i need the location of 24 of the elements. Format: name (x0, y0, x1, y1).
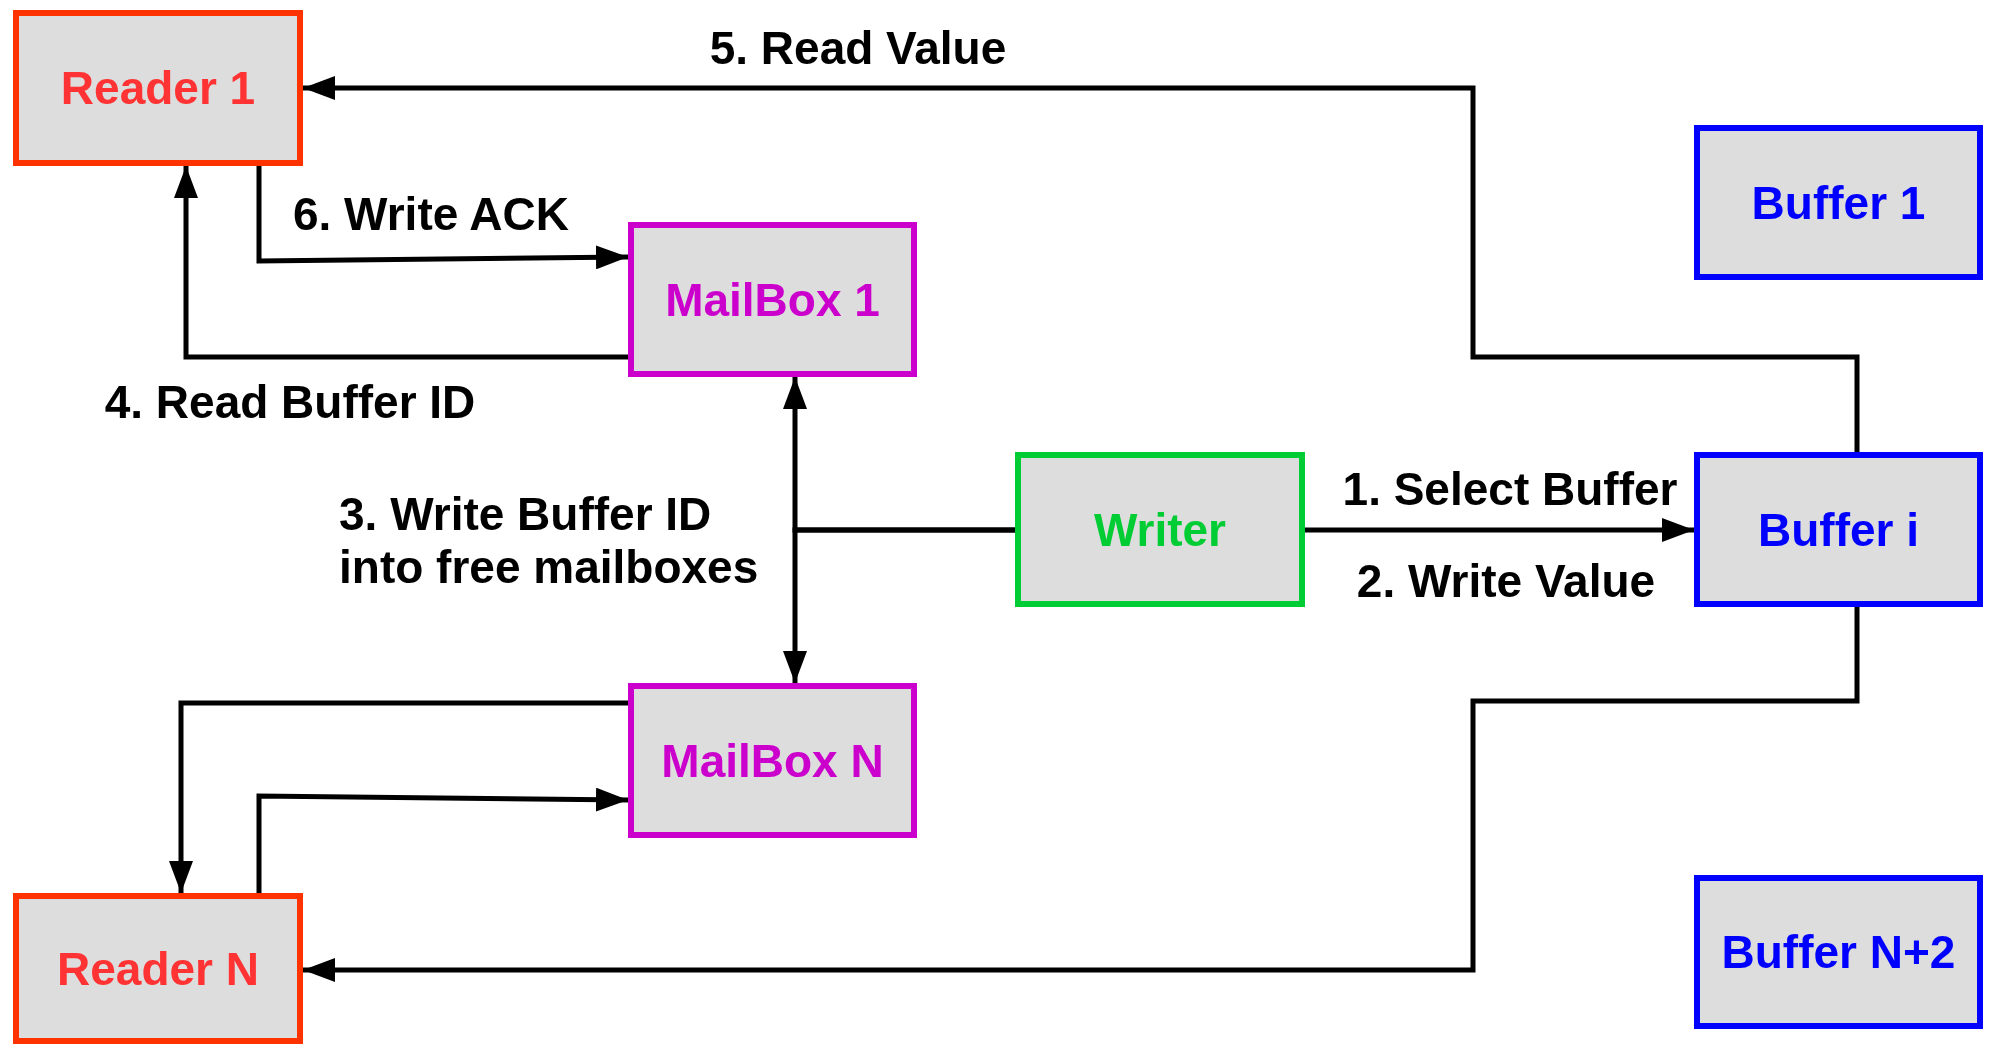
mailbox-box (628, 222, 917, 377)
arrow (256, 166, 629, 270)
arrow (303, 607, 1860, 982)
arrow (256, 787, 629, 893)
arrow (174, 166, 628, 360)
writer-box (1015, 452, 1305, 607)
arrow (303, 76, 1860, 452)
node-label: Writer (1093, 502, 1227, 557)
node-label: Reader N (57, 941, 259, 996)
node-label: MailBox N (661, 733, 884, 788)
buffer-box (1694, 875, 1983, 1029)
node-label: Reader 1 (60, 61, 256, 115)
mailbox-box (628, 683, 917, 838)
arrow (169, 700, 628, 893)
node-label: Buffer i (1758, 502, 1919, 557)
reader-box (13, 10, 303, 166)
reader-box (13, 893, 303, 1044)
buffer-box (1694, 125, 1983, 280)
arrow (783, 527, 1015, 683)
node-label: MailBox 1 (665, 272, 880, 327)
node-label: Buffer 1 (1751, 175, 1926, 230)
arrow (1305, 518, 1694, 542)
node-label: Buffer N+2 (1721, 925, 1956, 979)
buffer-box (1694, 452, 1983, 607)
